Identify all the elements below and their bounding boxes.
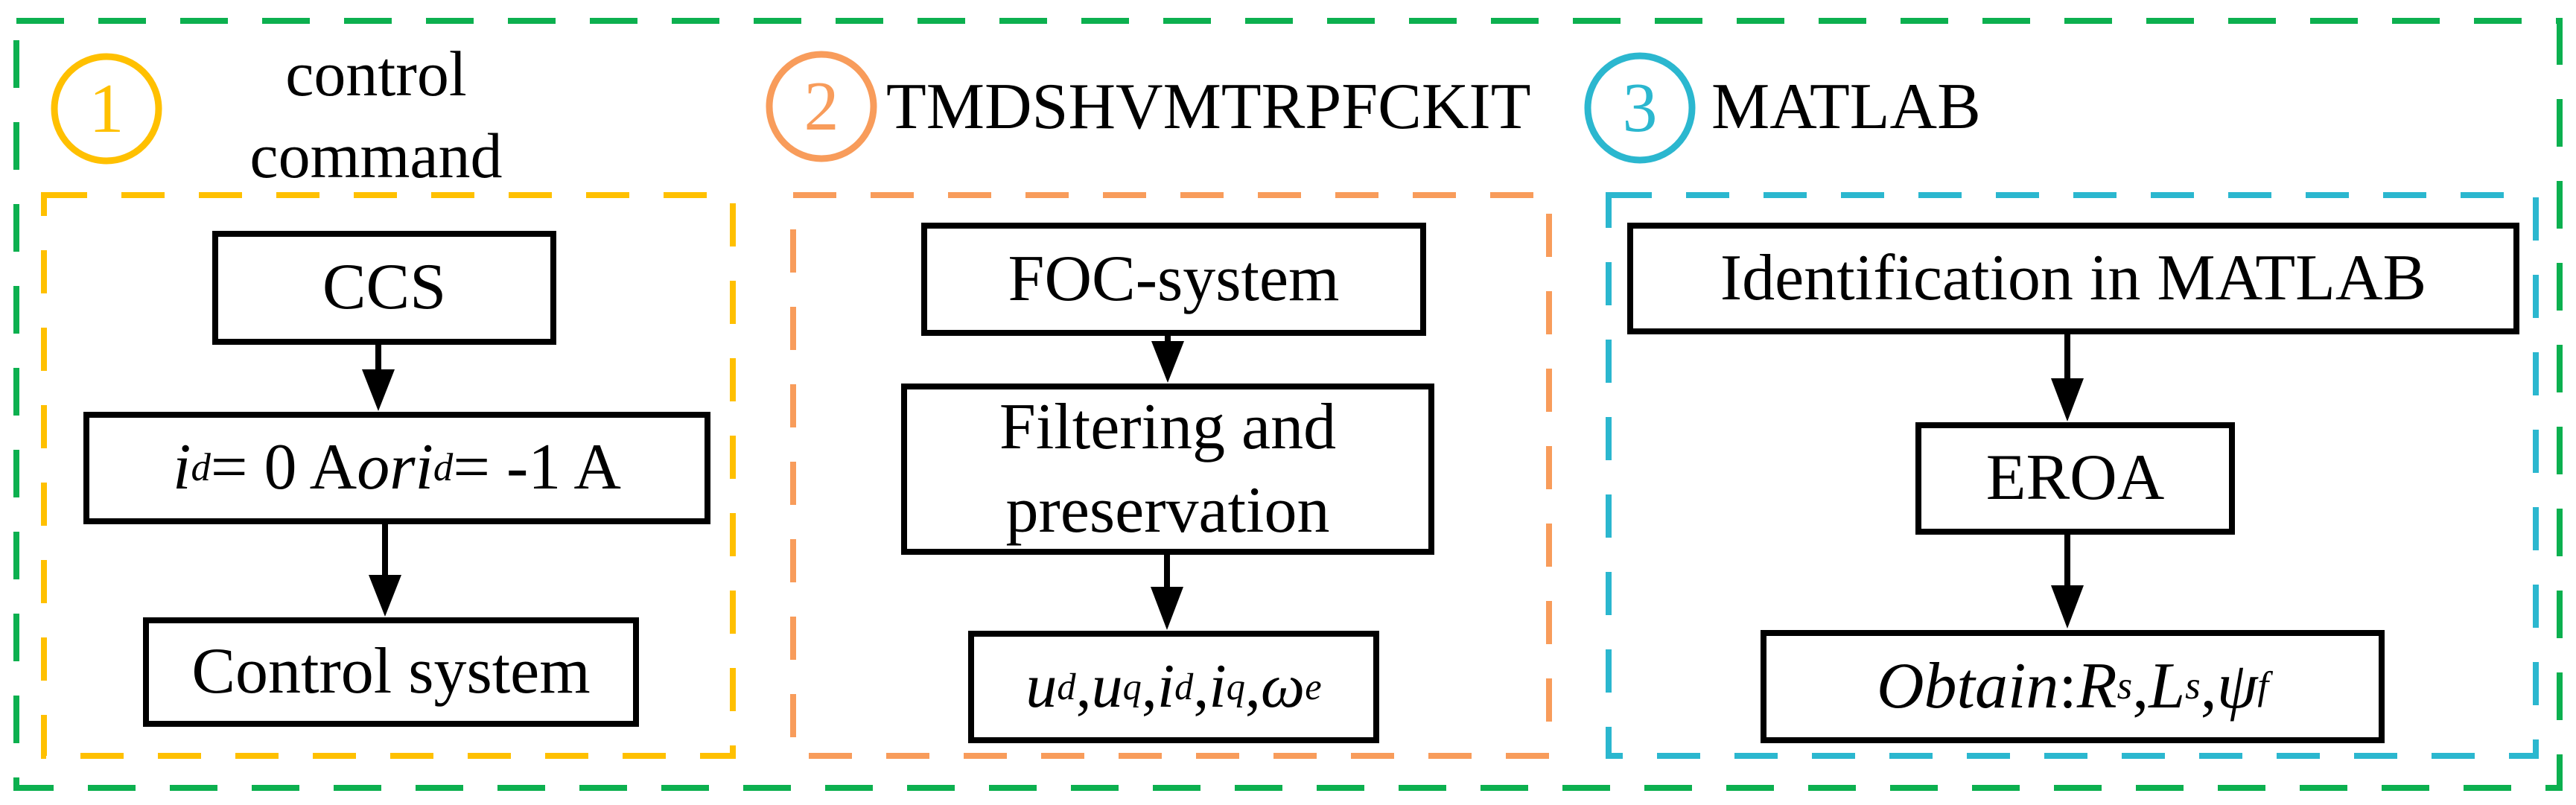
panel2-title: TMDSHVMTRPFCKIT	[886, 71, 1531, 143]
step2-number: 2	[804, 68, 839, 145]
step3-number: 3	[1622, 69, 1658, 147]
panel3-frame-cyan	[1606, 192, 2539, 759]
flowbox-ccs: CCS	[212, 231, 556, 345]
step3-circle-icon	[1584, 52, 1696, 164]
flowbox-foc-system: FOC-system	[921, 223, 1426, 336]
panel1-title-line1: control	[285, 38, 467, 109]
down-arrow-icon	[369, 512, 401, 617]
panel2-frame-orange	[790, 192, 1552, 759]
outer-frame-green	[13, 18, 2563, 791]
panel1-title: control command	[153, 33, 600, 197]
panel1-title-line2: command	[249, 120, 503, 191]
step2-circle-icon	[766, 51, 877, 162]
flowbox-control-system: Control system	[143, 617, 639, 727]
down-arrow-icon	[2051, 322, 2084, 421]
flowbox-eroa: EROA	[1915, 422, 2235, 535]
step1-number: 1	[89, 70, 124, 147]
panel1-frame-yellow	[41, 192, 736, 759]
flowbox-filtering-preservation: Filtering and preservation	[901, 384, 1434, 555]
flowbox-identification-matlab: Identification in MATLAB	[1627, 223, 2519, 334]
down-arrow-icon	[2051, 523, 2084, 629]
step1-circle-icon	[51, 53, 162, 165]
panel3-title: MATLAB	[1711, 71, 1981, 143]
down-arrow-icon	[1151, 555, 1183, 630]
